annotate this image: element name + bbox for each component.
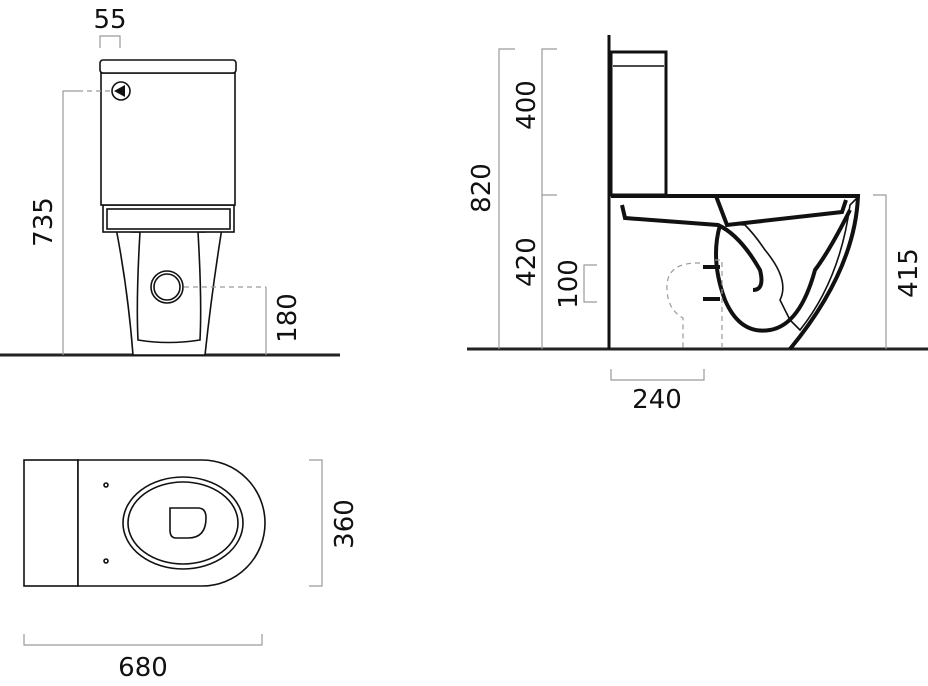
outlet-pipe-dashed xyxy=(666,259,723,349)
dim-bracket-680 xyxy=(23,634,263,646)
dim-bracket-55 xyxy=(99,35,121,48)
dim-line-400-420 xyxy=(541,48,557,349)
cistern-top xyxy=(23,459,79,587)
top-view: 360 680 xyxy=(23,459,360,683)
seat-fixing-hole xyxy=(103,558,109,564)
dim-label-55: 55 xyxy=(93,5,126,35)
dim-bracket-360 xyxy=(309,459,323,587)
cistern xyxy=(100,72,236,206)
dim-label-180: 180 xyxy=(273,293,303,343)
dim-line-820 xyxy=(498,48,515,349)
dim-label-735: 735 xyxy=(29,197,59,247)
front-view: 55 735 180 xyxy=(0,5,340,357)
seat-fixing-hole xyxy=(103,482,109,488)
bowl-section xyxy=(611,194,861,351)
dim-label-100: 100 xyxy=(554,259,584,309)
dim-bracket-240 xyxy=(610,369,705,381)
outlet-stubs xyxy=(703,265,720,301)
dim-label-820: 820 xyxy=(467,163,497,213)
dim-line-415 xyxy=(873,194,887,349)
side-view: 820 400 420 100 240 415 xyxy=(467,35,928,415)
cistern-lid xyxy=(99,59,237,74)
dim-line-735 xyxy=(62,90,78,355)
bowl-outline xyxy=(613,196,860,332)
dim-label-360: 360 xyxy=(330,499,360,549)
dim-label-680: 680 xyxy=(118,653,168,683)
dim-label-240: 240 xyxy=(632,385,682,415)
dim-label-400: 400 xyxy=(512,80,542,130)
dim-bracket-100 xyxy=(583,264,597,303)
bowl-opening xyxy=(169,507,207,539)
outlet-circle-inner xyxy=(153,273,181,301)
cistern-side xyxy=(609,50,668,197)
dim-label-415: 415 xyxy=(894,248,924,298)
bowl-rim-inner xyxy=(106,208,231,230)
dim-label-420: 420 xyxy=(512,237,542,287)
flush-arrow-icon xyxy=(114,85,125,97)
